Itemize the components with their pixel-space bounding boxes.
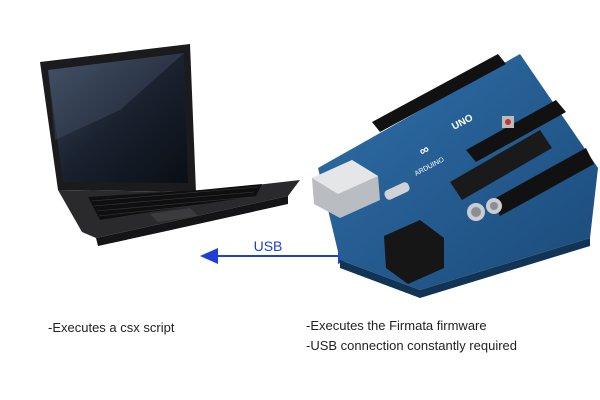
laptop-icon [40, 44, 300, 246]
board-captions: -Executes the Firmata firmware -USB conn… [306, 316, 517, 356]
board-caption-usb-required: -USB connection constantly required [306, 338, 518, 353]
computer-caption: -Executes a csx script [48, 320, 175, 335]
usb-label: USB [253, 238, 283, 254]
arduino-uno-board-icon: ∞ UNO ARDUINO [312, 54, 598, 298]
board-caption-firmata: -Executes the Firmata firmware [306, 318, 487, 333]
